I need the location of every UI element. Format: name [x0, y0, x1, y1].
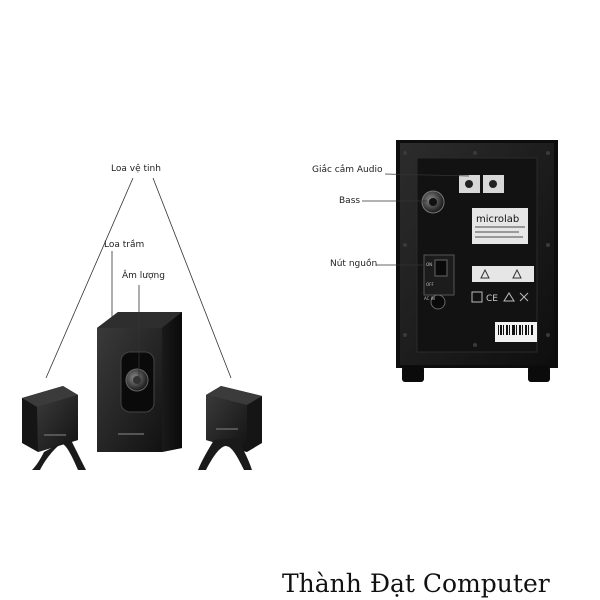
satellite-speaker-label: Loa vệ tinh	[111, 164, 161, 175]
rear-on-text: ON	[426, 262, 432, 267]
volume-label: Âm lượng	[122, 271, 165, 282]
subwoofer-rear: CE	[396, 140, 558, 382]
left-satellite-speaker	[22, 386, 86, 470]
svg-text:CE: CE	[486, 294, 498, 304]
subwoofer-front	[97, 312, 182, 452]
subwoofer-label: Loa trầm	[104, 240, 144, 251]
power-button-label: Nút nguồn	[330, 259, 377, 270]
rear-off-text: OFF	[426, 282, 434, 287]
watermark-text: Thành Đạt Computer	[282, 569, 550, 598]
brand-logo: microlab	[476, 214, 519, 225]
audio-jack-label: Giắc cắm Audio	[312, 165, 382, 176]
right-satellite-speaker	[198, 386, 262, 470]
rear-ac-text: AC IN	[424, 296, 435, 301]
bass-label: Bass	[339, 196, 360, 207]
